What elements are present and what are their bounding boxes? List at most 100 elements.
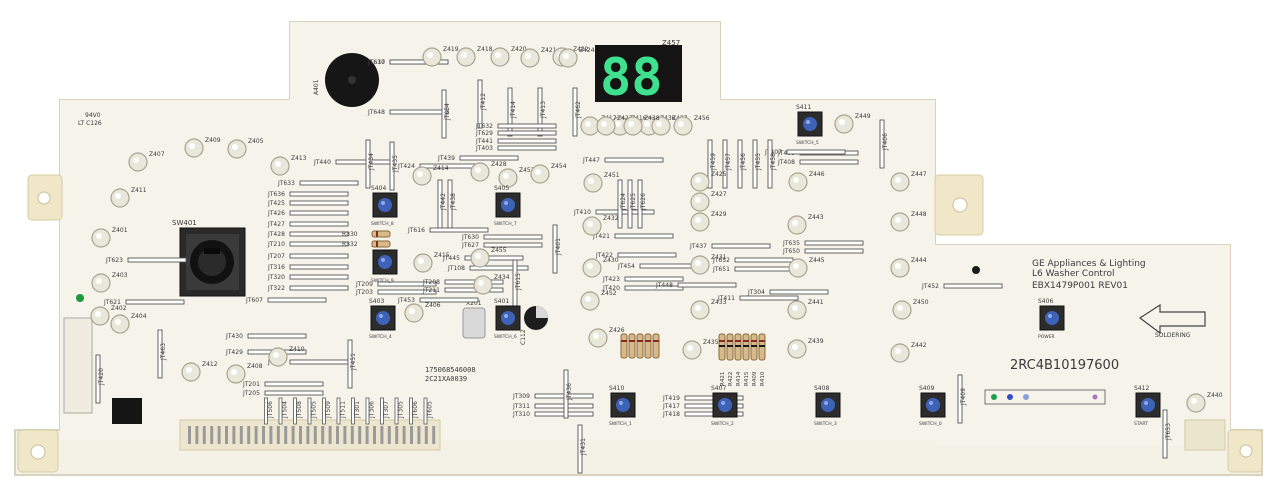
buzzer (325, 53, 379, 107)
jumper-jt413: JT413 (537, 87, 547, 137)
connector-pin-row (188, 426, 436, 444)
connector-pin (313, 426, 317, 444)
led-label: Z449 (855, 113, 871, 120)
jumper-jt452: JT452 (921, 283, 1003, 290)
jumper-jt209: JT209 (355, 281, 437, 288)
led-z450: Z450 (892, 299, 929, 320)
display-label: Z457 (662, 39, 680, 47)
jumper-jt632: JT632 (475, 123, 557, 130)
jumper-jt425: JT425 (267, 200, 349, 207)
jumper-jt431: JT431 (577, 424, 587, 474)
jumper-label: JT627 (461, 242, 479, 249)
connector-pin (387, 426, 391, 444)
jumper-label: JT610 (367, 59, 385, 66)
jumper-label: JT453 (397, 297, 415, 304)
led-label: Z454 (551, 163, 567, 170)
switch-label: S405 (494, 185, 509, 192)
resistor-r414: R414 (734, 333, 742, 386)
led-z408: Z408 (226, 363, 263, 384)
led-z424: Z424 (558, 47, 595, 68)
jumper-jt203: JT203 (355, 289, 437, 296)
cycle-selector-knob[interactable] (179, 227, 246, 297)
jumper-label: JT429 (225, 349, 243, 356)
connector-pin (239, 426, 243, 444)
led-label: Z447 (911, 171, 927, 178)
led-z409: Z409 (184, 137, 221, 158)
jumper-jt627: JT627 (461, 242, 543, 249)
jumper-jt423: JT423 (602, 276, 684, 283)
jumper-label: JT441 (475, 138, 493, 145)
jumper-label: JT108 (447, 265, 465, 272)
jumper-jt428: JT428 (267, 231, 349, 238)
jumper-jt610: JT610 (367, 59, 449, 66)
resistor-label: R415 (744, 371, 750, 386)
led-label: Z428 (491, 161, 507, 168)
jumper-label: JT455 (755, 153, 762, 171)
jumper-jt427: JT427 (267, 221, 349, 228)
led-label: Z438 (644, 115, 660, 122)
jumper-jt437: JT437 (689, 243, 771, 250)
resistor-array-element (628, 333, 636, 359)
jumper-label: JT407 (764, 149, 782, 156)
connector-pin (202, 426, 206, 444)
jumper-label: JT651 (712, 266, 730, 273)
switch-sublabel: SWITCH_3 (814, 421, 837, 427)
soldering-arrow-icon (1138, 303, 1206, 335)
jumper-label: JT505 (311, 401, 318, 419)
jumper-jt316: JT316 (267, 264, 349, 271)
connector-pin (373, 426, 376, 444)
led-label: Z419 (443, 46, 459, 53)
jumper-jt654: JT654 (441, 89, 451, 139)
jumper-jt409: JT409 (957, 374, 967, 424)
resistor-r421: R421 (718, 333, 726, 386)
led-label: Z427 (711, 191, 727, 198)
switch-sublabel: POWER (1038, 334, 1055, 340)
led-label: Z426 (609, 327, 625, 334)
led-z429: Z429 (690, 211, 727, 232)
board-text: GE Appliances & Lighting L6 Washer Contr… (78, 39, 1191, 383)
jumper-jt453: JT453 (397, 297, 479, 304)
jumper-jt406: JT406 (879, 119, 889, 169)
jumper-label: JT458 (770, 153, 777, 171)
jumper-label: JT459 (710, 153, 717, 171)
jumper-jt636: JT636 (267, 191, 349, 198)
ul-line1: 94V0 (85, 112, 101, 119)
jumper-jt626: JT626 (637, 179, 647, 229)
connector-pin (254, 426, 258, 444)
led-z402: Z402 (90, 305, 127, 326)
led-z413: Z413 (270, 155, 307, 176)
jumper-label: JT301 (354, 401, 361, 419)
switch-sublabel: SWITCH_4 (369, 334, 392, 340)
jumper-label: JT624 (620, 193, 627, 211)
jumper-label: JT637 (367, 59, 385, 66)
jumper-label: JT422 (595, 252, 613, 259)
title-line2: L6 Washer Control (1032, 269, 1114, 279)
led-z435: Z435 (682, 339, 719, 360)
jumper-label: JT440 (313, 159, 331, 166)
led-z410: Z410 (268, 346, 305, 367)
jumper-label: JT633 (277, 180, 295, 187)
jumper-label: JT205 (242, 390, 260, 397)
led-label: Z410 (289, 346, 305, 353)
led-z425: Z425 (690, 171, 727, 192)
switch-s402[interactable]: S402SWITCH_9 (371, 242, 398, 284)
resistor-array-element (636, 333, 644, 359)
led-label: Z451 (604, 172, 620, 179)
bottom-jumper-jt605: JT605 (423, 397, 434, 425)
buzzer-label: A401 (313, 79, 320, 95)
jumper-jt403: JT403 (475, 145, 557, 152)
jumper-label: JT316 (267, 264, 285, 271)
